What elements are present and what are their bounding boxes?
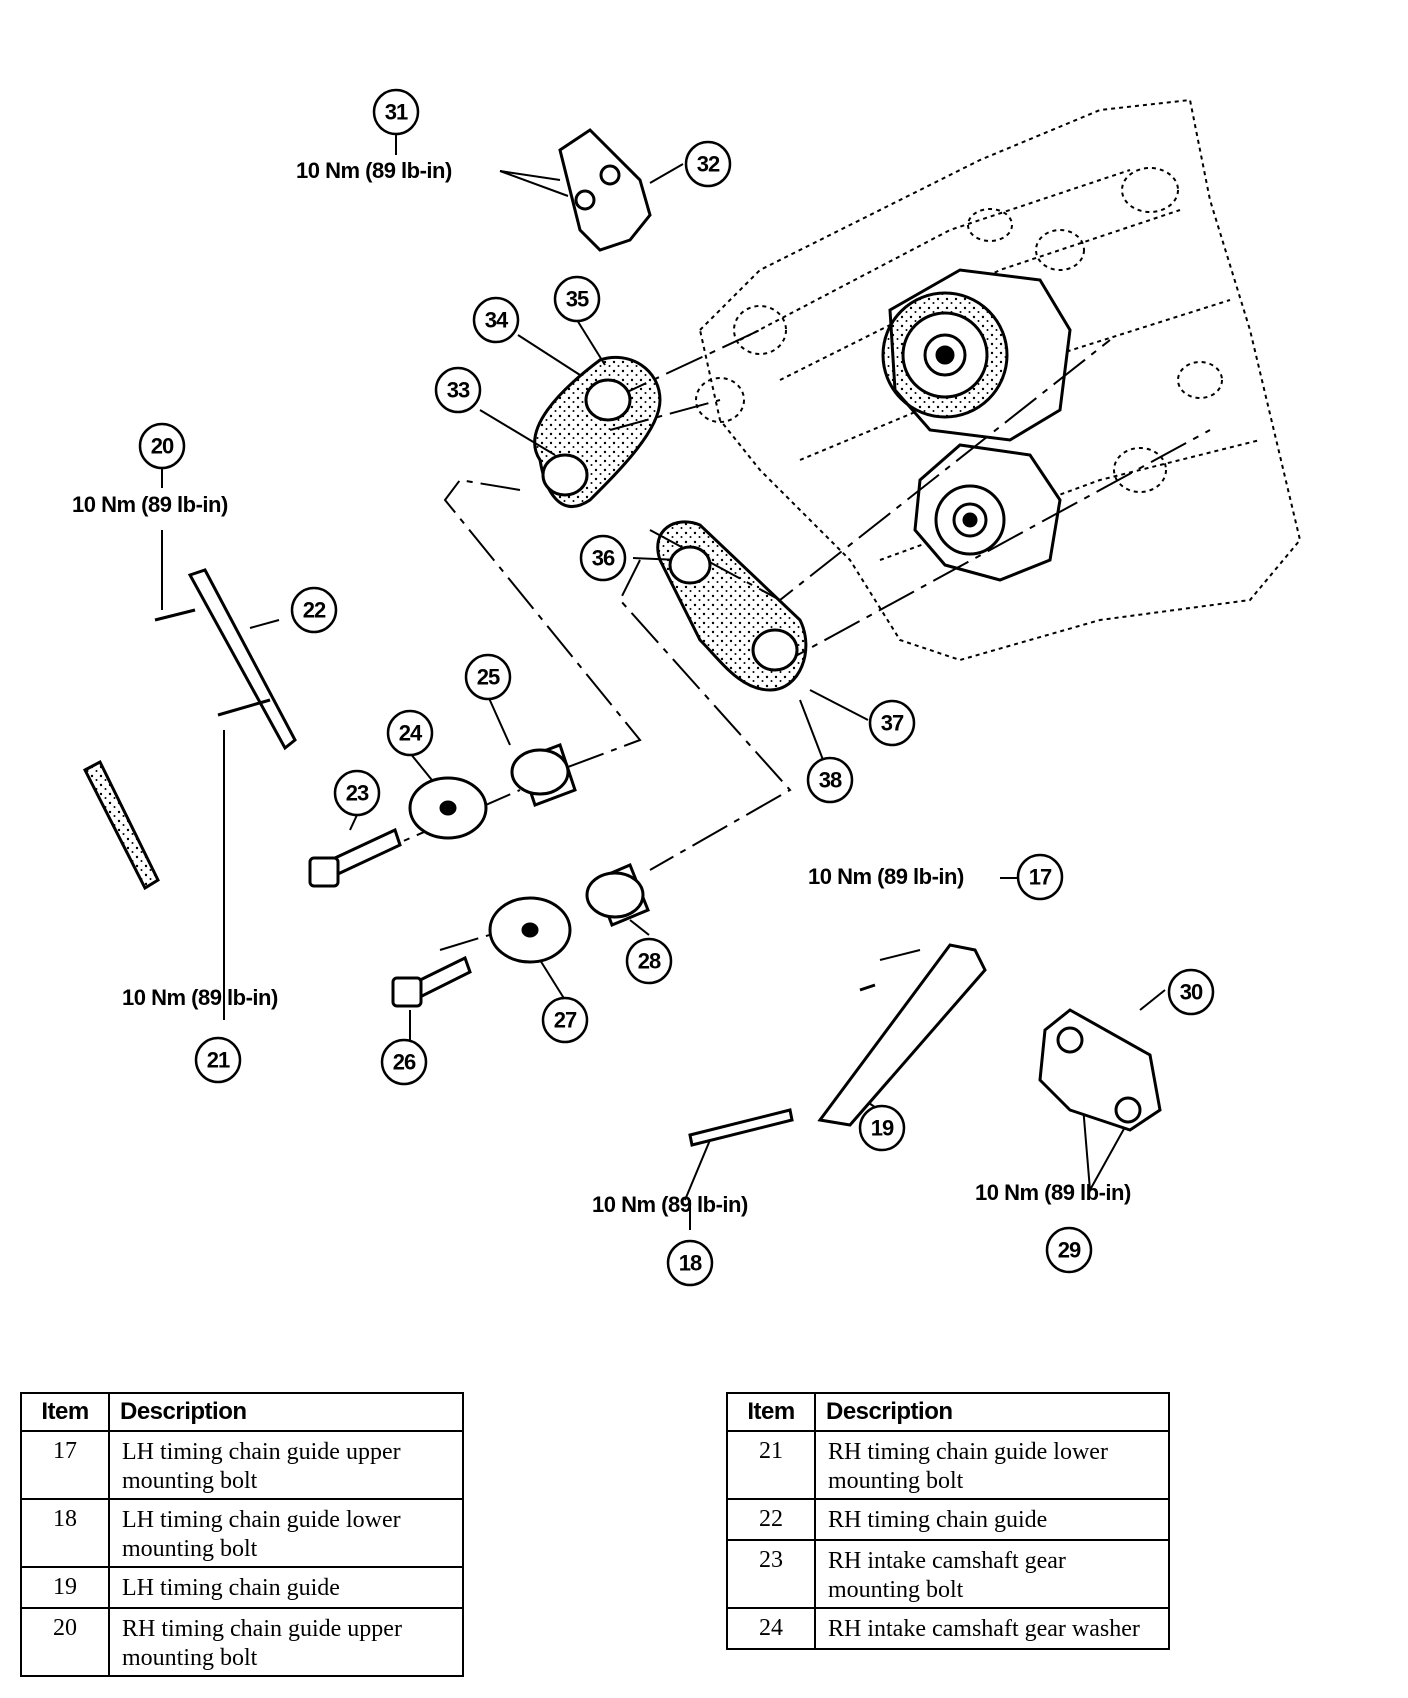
svg-text:35: 35 [566,287,589,312]
item-number: 20 [20,1607,110,1677]
callout-27: 27 [541,996,589,1044]
svg-text:38: 38 [819,768,842,793]
lh-tensioner-30 [1038,1008,1162,1132]
torque-label-31: 10 Nm (89 lb-in) [296,158,452,183]
item-description: LH timing chain guide upper mounting bol… [108,1430,464,1500]
tensioner-bracket-32 [558,128,652,252]
exploded-view-diagram: 10 Nm (89 lb-in) 10 Nm (89 lb-in) 10 Nm … [72,88,1302,1287]
callout-19: 19 [858,1104,906,1152]
svg-text:25: 25 [477,665,500,690]
water-pump-illustration [913,443,1062,582]
legend-table-left: Item Description 17 LH timing chain guid… [20,1392,464,1677]
callout-22: 22 [290,586,338,634]
table-row: 17 LH timing chain guide upper mounting … [20,1430,464,1500]
svg-text:32: 32 [697,152,720,177]
callout-28: 28 [625,937,673,985]
svg-text:31: 31 [385,100,408,125]
callout-35: 35 [553,275,601,323]
item-column-header: Item [20,1392,110,1432]
callout-29: 29 [1045,1226,1093,1274]
legend-table-right: Item Description 21 RH timing chain guid… [726,1392,1170,1650]
svg-text:33: 33 [447,378,470,403]
table-row: 18 LH timing chain guide lower mounting … [20,1498,464,1568]
callout-18: 18 [666,1239,714,1287]
legend-header-row: Item Description [726,1392,1170,1432]
svg-text:29: 29 [1058,1238,1081,1263]
item-number: 22 [726,1498,816,1541]
callout-33: 33 [434,366,482,414]
svg-text:34: 34 [485,308,509,333]
alternator-illustration [881,268,1072,442]
legend-header-row: Item Description [20,1392,464,1432]
svg-text:18: 18 [679,1251,702,1276]
torque-label-29: 10 Nm (89 lb-in) [975,1180,1131,1205]
callout-30: 30 [1167,968,1215,1016]
svg-text:23: 23 [346,781,369,806]
item-description: LH timing chain guide [108,1566,464,1609]
description-column-header: Description [814,1392,1170,1432]
callout-circles: 31 32 35 34 33 20 22 36 25 24 37 23 38 1… [138,88,1215,1287]
item-number: 21 [726,1430,816,1500]
torque-label-18: 10 Nm (89 lb-in) [592,1192,748,1217]
svg-text:27: 27 [554,1008,577,1033]
table-row: 23 RH intake camshaft gear mounting bolt [726,1539,1170,1609]
svg-text:22: 22 [303,598,326,623]
svg-text:17: 17 [1029,865,1052,890]
svg-text:28: 28 [638,949,661,974]
callout-34: 34 [472,296,520,344]
item-description: RH timing chain guide [814,1498,1170,1541]
callout-20: 20 [138,422,186,470]
svg-text:19: 19 [871,1116,894,1141]
callout-23: 23 [333,769,381,817]
svg-text:20: 20 [151,434,174,459]
item-description: RH intake camshaft gear mounting bolt [814,1539,1170,1609]
lh-camshaft-gears-and-chain [656,520,808,692]
svg-text:30: 30 [1180,980,1203,1005]
item-number: 18 [20,1498,110,1568]
callout-38: 38 [806,756,854,804]
lh-timing-chain-guide [688,943,987,1147]
item-description: RH timing chain guide lower mounting bol… [814,1430,1170,1500]
torque-label-21: 10 Nm (89 lb-in) [122,985,278,1010]
lh-exhaust-gear-parts [391,863,650,1008]
callout-17: 17 [1016,853,1064,901]
item-number: 19 [20,1566,110,1609]
item-description: RH intake camshaft gear washer [814,1607,1170,1650]
table-row: 24 RH intake camshaft gear washer [726,1607,1170,1650]
item-description: LH timing chain guide lower mounting bol… [108,1498,464,1568]
callout-31: 31 [372,88,420,136]
svg-text:36: 36 [592,546,615,571]
callout-32: 32 [684,140,732,188]
callout-36: 36 [579,534,627,582]
item-number: 24 [726,1607,816,1650]
svg-text:26: 26 [393,1050,416,1075]
item-number: 17 [20,1430,110,1500]
svg-text:24: 24 [399,721,423,746]
rh-exhaust-gear-parts [308,743,577,888]
callout-37: 37 [868,699,916,747]
table-row: 22 RH timing chain guide [726,1498,1170,1541]
engine-block-illustration [695,98,1302,662]
item-description: RH timing chain guide upper mounting bol… [108,1607,464,1677]
torque-label-20: 10 Nm (89 lb-in) [72,492,228,517]
torque-labels: 10 Nm (89 lb-in) 10 Nm (89 lb-in) 10 Nm … [72,158,1131,1217]
table-row: 19 LH timing chain guide [20,1566,464,1609]
callout-21: 21 [194,1036,242,1084]
svg-text:21: 21 [207,1048,230,1073]
svg-text:37: 37 [881,711,904,736]
rh-camshaft-gears-and-chain [533,355,662,508]
item-number: 23 [726,1539,816,1609]
callout-25: 25 [464,653,512,701]
item-column-header: Item [726,1392,816,1432]
rh-timing-chain-guide [82,568,297,891]
callout-24: 24 [386,709,434,757]
callout-26: 26 [380,1038,428,1086]
description-column-header: Description [108,1392,464,1432]
table-row: 20 RH timing chain guide upper mounting … [20,1607,464,1677]
torque-label-17: 10 Nm (89 lb-in) [808,864,964,889]
table-row: 21 RH timing chain guide lower mounting … [726,1430,1170,1500]
